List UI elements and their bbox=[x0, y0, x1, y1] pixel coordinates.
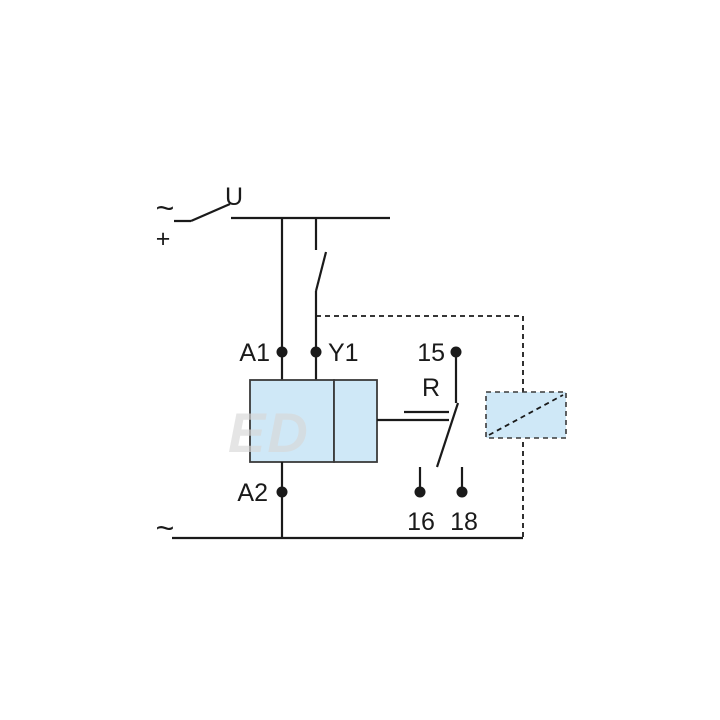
plus-symbol: + bbox=[156, 225, 171, 253]
terminal-18-dot bbox=[456, 486, 468, 498]
relay-contact-label: R bbox=[422, 374, 440, 402]
switch-u-blade bbox=[190, 202, 231, 223]
ac-symbol-bottom: ~ bbox=[156, 510, 175, 546]
ac-symbol-top: ~ bbox=[156, 190, 175, 226]
terminal-y1-label: Y1 bbox=[328, 339, 359, 367]
watermark-text: ED bbox=[228, 401, 310, 464]
terminal-a1-label: A1 bbox=[239, 339, 270, 367]
terminal-15-label: 15 bbox=[417, 339, 445, 367]
switch-u-label: U bbox=[225, 183, 243, 211]
terminal-a2-dot bbox=[276, 486, 288, 498]
terminal-y1-dot bbox=[310, 346, 322, 358]
contact-blade bbox=[435, 402, 460, 468]
terminal-16-label: 16 bbox=[407, 508, 435, 536]
terminal-15-dot bbox=[450, 346, 462, 358]
terminal-16-dot bbox=[414, 486, 426, 498]
y1-switch-blade bbox=[314, 251, 328, 292]
terminal-18-label: 18 bbox=[450, 508, 478, 536]
relay-device-body-section bbox=[333, 379, 378, 463]
terminal-a1-dot bbox=[276, 346, 288, 358]
terminal-a2-label: A2 bbox=[237, 479, 268, 507]
